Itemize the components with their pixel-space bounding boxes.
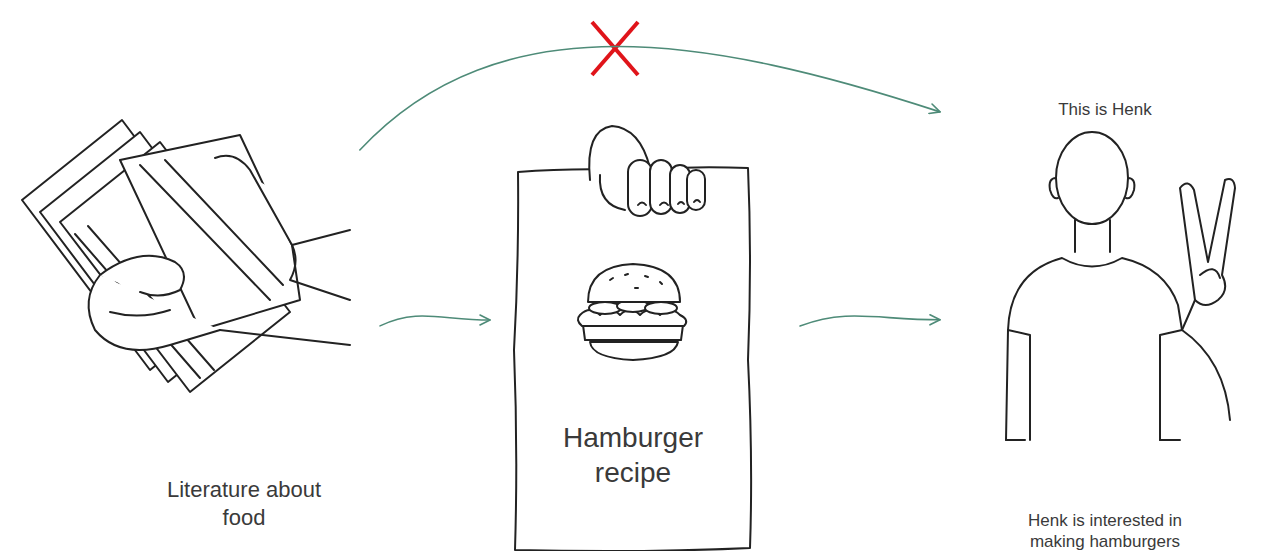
- node-label: Henk is interested in making hamburgers: [1005, 510, 1205, 551]
- illustration-group: Literature about food: [20, 150, 380, 530]
- recipe-sheet: Hamburger recipe: [490, 120, 800, 551]
- hand-left-finger: [110, 310, 170, 316]
- cross-stroke: [592, 22, 638, 75]
- folded-fingers: [1200, 269, 1220, 278]
- cross-mark: [592, 22, 638, 75]
- paper-sheet: [514, 167, 751, 551]
- ears: [1050, 178, 1135, 198]
- node-label: Literature about food: [154, 476, 334, 531]
- flow-arrow: [360, 47, 940, 150]
- book-spine-line: [75, 234, 200, 378]
- flow-arrow: [800, 316, 940, 326]
- books-illustration: [22, 120, 350, 392]
- hand-right-finger: [290, 245, 350, 300]
- henk-figure: [1006, 132, 1235, 440]
- hand-left-thumb: [100, 256, 184, 296]
- wrist: [1182, 300, 1195, 330]
- arm-left: [220, 330, 350, 345]
- hand-left: [89, 275, 220, 350]
- sleeves: [1008, 330, 1182, 440]
- neck: [1075, 220, 1110, 252]
- book-back: [22, 120, 250, 370]
- hand-right: [215, 156, 350, 245]
- book-page-line: [165, 160, 283, 285]
- head: [1056, 132, 1128, 224]
- node-label: Hamburger recipe: [533, 420, 733, 490]
- node-label: This is Henk: [1005, 99, 1205, 120]
- arms-bottom: [1006, 439, 1180, 441]
- book-spine-line: [88, 226, 214, 370]
- book-middle: [40, 132, 268, 382]
- flow-arrow: [380, 316, 490, 326]
- person-group: This is HenkHenk is interested in making…: [940, 95, 1280, 551]
- book-front: [60, 142, 290, 392]
- book-page-line: [140, 165, 270, 300]
- open-book-cover: [120, 135, 300, 330]
- cross-stroke: [592, 22, 638, 75]
- raised-arm: [1182, 330, 1230, 420]
- peace-hand: [1180, 179, 1235, 305]
- shirt: [1006, 258, 1182, 440]
